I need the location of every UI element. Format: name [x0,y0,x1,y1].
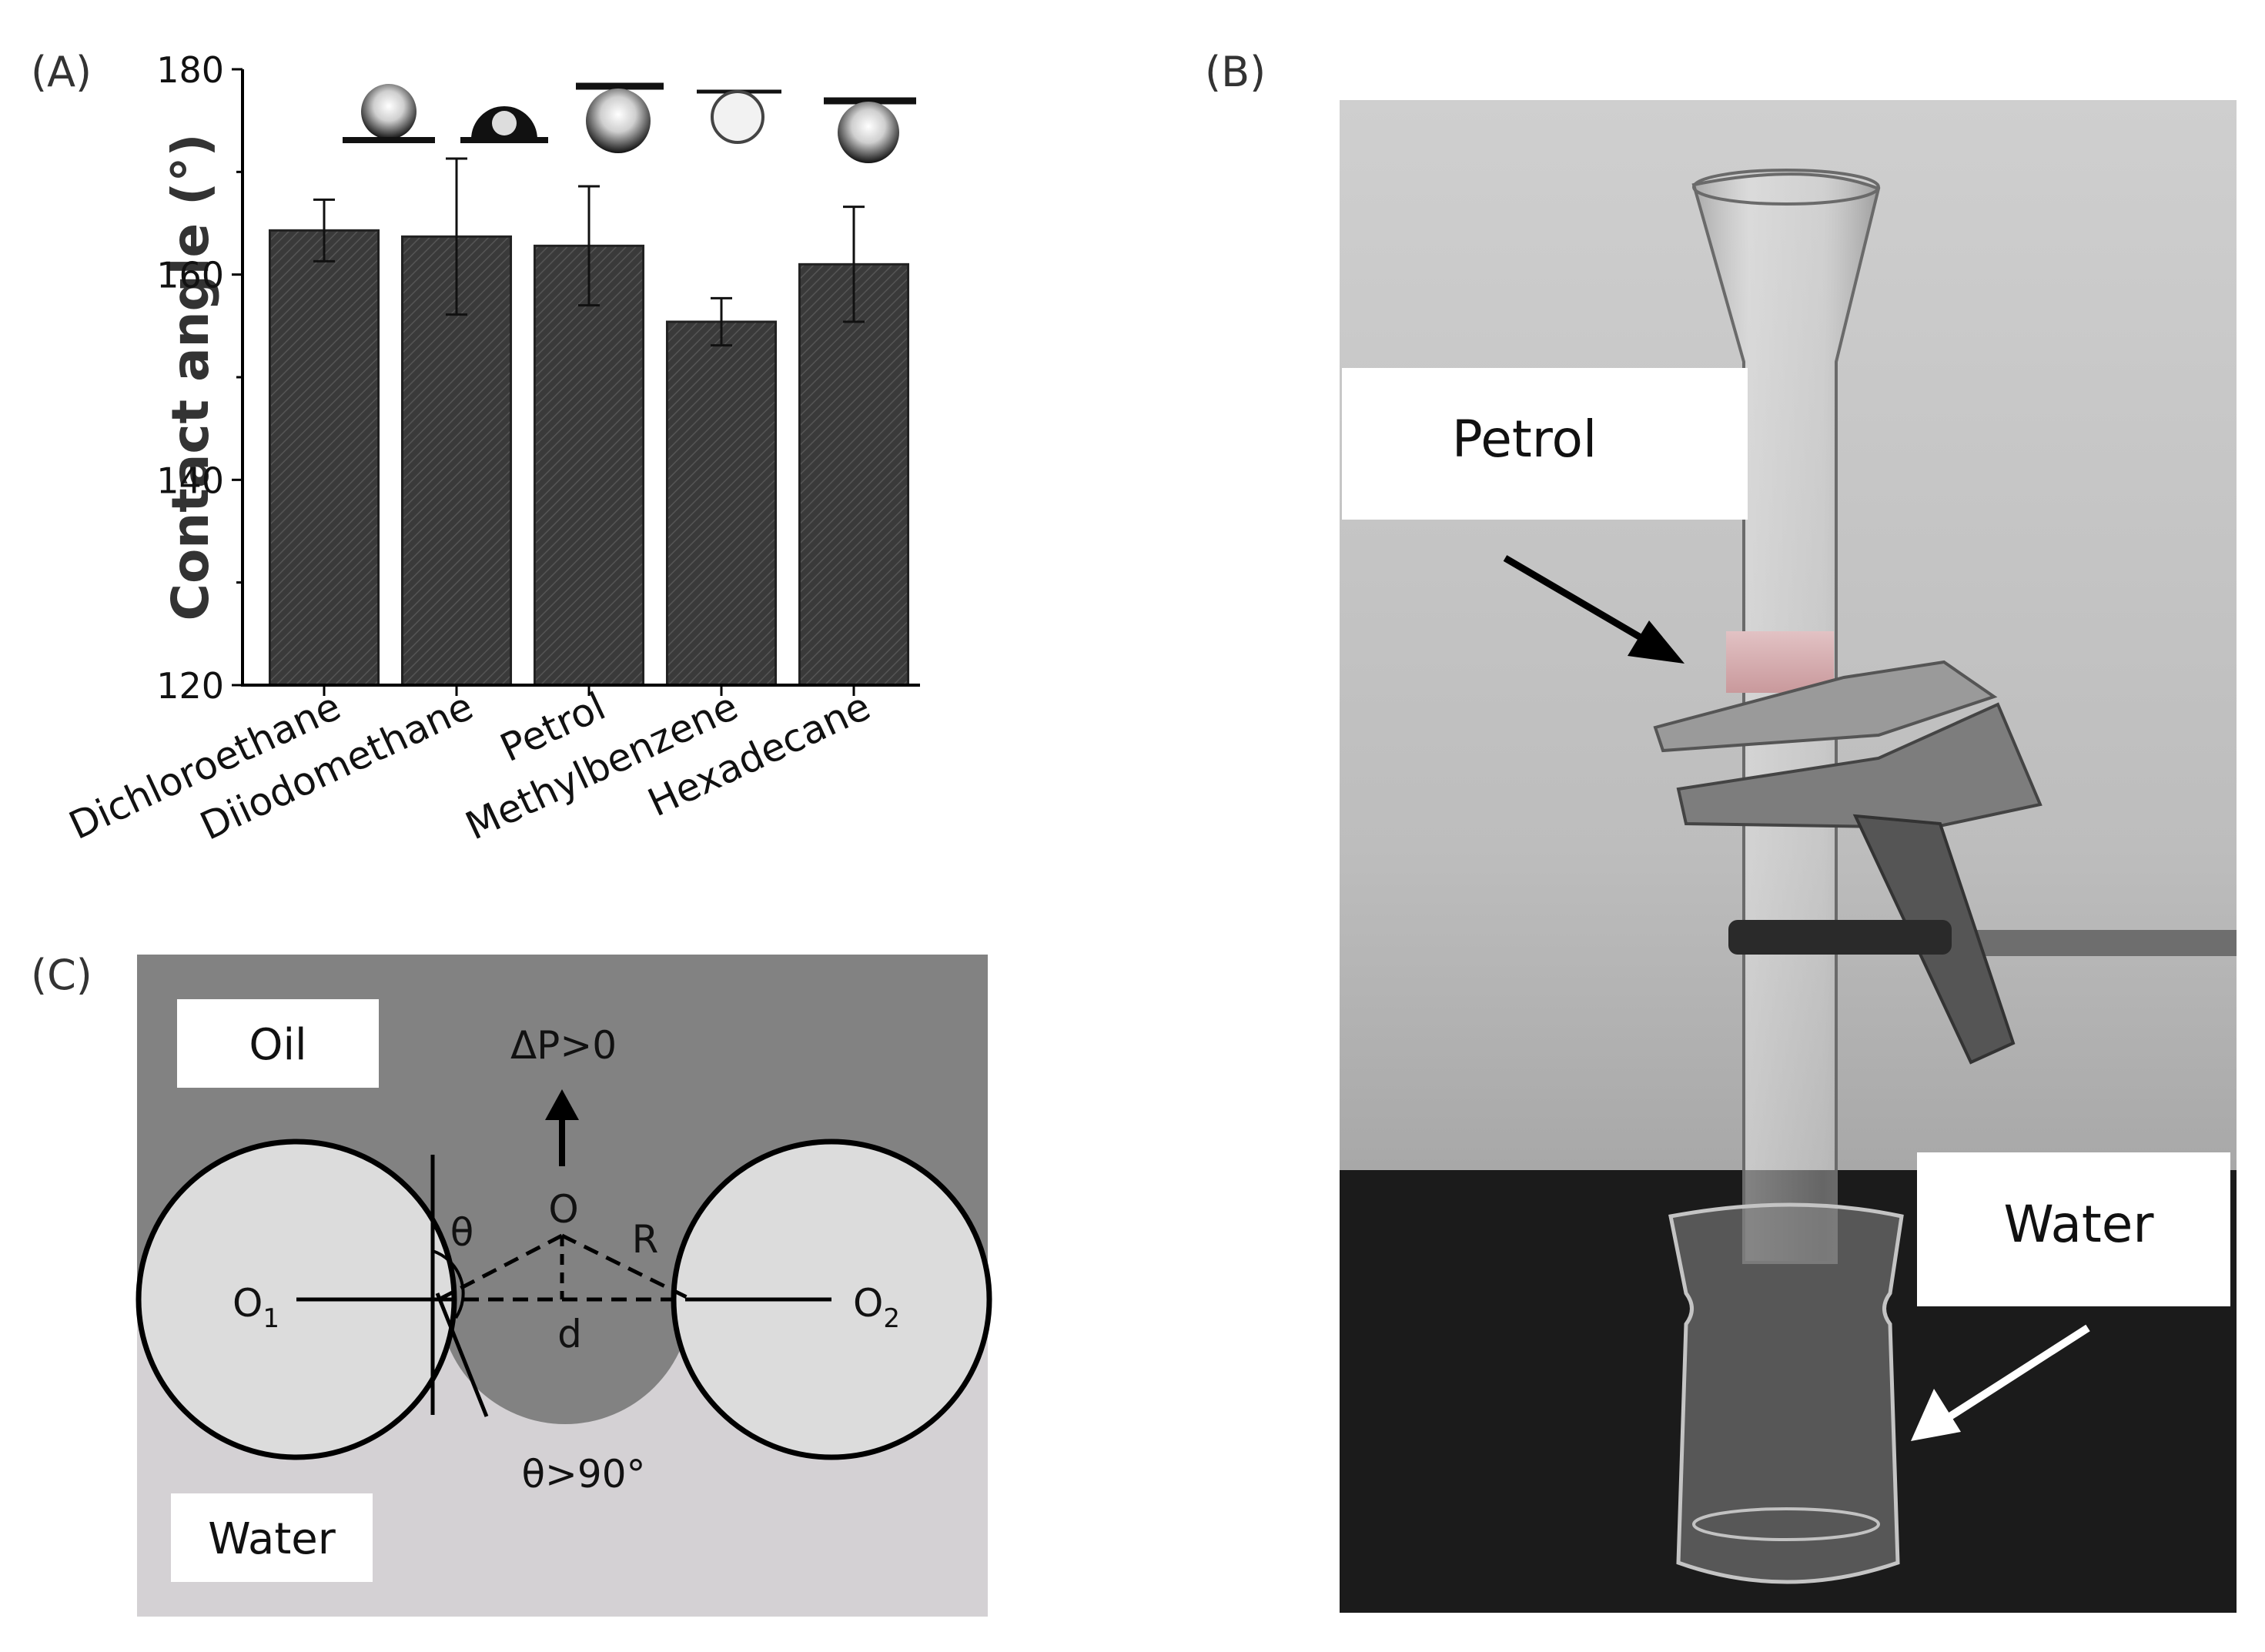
oil-label: Oil [249,1020,306,1070]
panel-c: (C) Oil Water ΔP>0 θ θ>90° O R d O1 O2 [31,951,992,1617]
photo-petrol-label: Petrol [1452,410,1597,469]
photo-water-label: Water [2003,1195,2154,1254]
panel-b-label: (B) [1205,48,1266,96]
petrol-arrow [1503,555,1656,648]
y-tick-label-180: 180 [156,49,224,91]
y-tick-label-140: 140 [156,460,224,501]
y-tick-label-120: 120 [156,665,224,707]
errorbar-dichloroethane [313,198,335,263]
pressure-arrowhead [545,1089,579,1120]
droplet-image-petrol [576,82,664,153]
bar-hexadecane [798,263,910,687]
droplet-image-dichloroethane [343,84,435,143]
y-tick-label-160: 160 [156,255,224,296]
water-label-box [171,1493,373,1582]
radius-r-label: R [632,1217,659,1262]
theta-condition-label: θ>90° [521,1452,645,1496]
clamp-knob [1728,920,1952,955]
clamp-lower [1676,702,2043,830]
errorbar-petrol [578,185,600,307]
beaker [1668,1202,1904,1584]
errorbar-layer [313,157,865,347]
distance-d-label: d [557,1312,582,1356]
droplet-image-hexadecane [824,97,916,163]
water-label: Water [208,1514,336,1564]
water-arrow [1942,1324,2090,1424]
bar-petrol [533,244,645,687]
panel-a-label: (A) [31,48,92,96]
droplet-insets [343,82,916,163]
photograph: Petrol Water [1340,100,2237,1613]
petrol-layer [1726,631,1834,693]
angle-arc [432,1249,465,1319]
diagram-oil-bulge [439,1298,691,1424]
petrol-arrowhead [1628,620,1685,664]
oil-label-box [177,999,379,1088]
surface-tangent [435,1293,489,1417]
center-o-label: O [548,1187,578,1232]
errorbar-diiodomethane [446,157,467,316]
panel-b: (B) Petrol Water [1205,48,2237,1613]
panel-c-label: (C) [31,951,92,999]
errorbar-hexadecane [843,206,865,323]
photo-petrol-label-box [1342,368,1748,520]
panel-a: (A) Contact angle (°) 120 140 160 180 Dichl… [31,48,920,849]
o2-label: O2 [853,1281,900,1334]
bar-methylbenzene [665,320,778,687]
clamp-upper [1653,660,1998,753]
o1-label: O1 [233,1281,279,1334]
errorbar-methylbenzene [711,296,732,347]
water-arrowhead [1911,1389,1961,1441]
tick-layer: 120 140 160 180 [156,49,855,707]
theta-label: θ [450,1210,474,1255]
droplet-image-diiodomethane [460,105,548,143]
pressure-label: ΔP>0 [510,1023,617,1068]
y-axis-title: Contact angle (°) [161,134,220,621]
droplet-image-methylbenzene [697,89,781,144]
bar-dichloroethane [268,229,380,687]
photo-water-label-box [1917,1152,2230,1306]
